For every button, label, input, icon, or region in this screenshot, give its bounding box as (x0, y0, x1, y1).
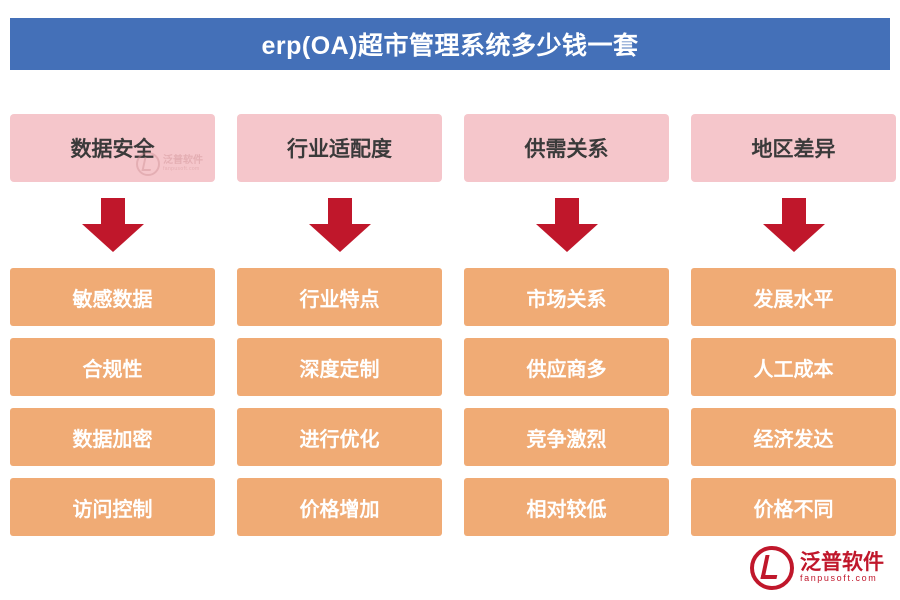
item-box: 深度定制 (237, 338, 442, 396)
item-label: 市场关系 (526, 288, 607, 311)
item-box: 竞争激烈 (464, 408, 669, 466)
item-label: 深度定制 (299, 358, 380, 381)
fanpu-logo-icon: 泛普软件 fanpusoft.com (750, 546, 884, 590)
item-box: 市场关系 (464, 268, 669, 326)
watermark-sub: fanpusoft.com (163, 166, 200, 173)
item-label: 合规性 (82, 358, 143, 381)
item-label: 供应商多 (526, 358, 607, 381)
column-4-heading-box: 地区差异 (691, 114, 896, 182)
item-box: 相对较低 (464, 478, 669, 536)
item-box: 价格增加 (237, 478, 442, 536)
logo-name: 泛普软件 (800, 551, 884, 575)
column-4: 地区差异 发展水平 人工成本 经济发达 价格不同 (691, 114, 896, 536)
item-box: 行业特点 (237, 268, 442, 326)
watermark-name: 泛普软件 (163, 154, 203, 166)
down-arrow-icon (535, 198, 598, 252)
item-label: 访问控制 (72, 498, 153, 521)
column-2-heading-box: 行业适配度 (237, 114, 442, 182)
item-box: 人工成本 (691, 338, 896, 396)
page-title-bar: erp(OA)超市管理系统多少钱一套 (10, 18, 890, 70)
column-4-heading: 地区差异 (751, 138, 836, 161)
column-3-heading: 供需关系 (524, 138, 609, 161)
down-arrow-icon (308, 198, 371, 252)
column-3: 供需关系 市场关系 供应商多 竞争激烈 相对较低 (464, 114, 669, 536)
item-box: 经济发达 (691, 408, 896, 466)
page-title: erp(OA)超市管理系统多少钱一套 (261, 32, 639, 60)
item-box: 合规性 (10, 338, 215, 396)
column-3-items: 市场关系 供应商多 竞争激烈 相对较低 (464, 268, 669, 536)
item-box: 发展水平 (691, 268, 896, 326)
item-box: 进行优化 (237, 408, 442, 466)
item-box: 供应商多 (464, 338, 669, 396)
down-arrow-icon (762, 198, 825, 252)
column-1: 数据安全 泛普软件 fanpusoft.com 敏感数据 合规性 数据加密 访问… (10, 114, 215, 536)
column-4-items: 发展水平 人工成本 经济发达 价格不同 (691, 268, 896, 536)
item-box: 访问控制 (10, 478, 215, 536)
item-label: 相对较低 (526, 498, 607, 521)
item-label: 人工成本 (753, 358, 834, 381)
item-label: 竞争激烈 (526, 428, 607, 451)
item-box: 数据加密 (10, 408, 215, 466)
column-2-items: 行业特点 深度定制 进行优化 价格增加 (237, 268, 442, 536)
item-label: 敏感数据 (72, 288, 153, 311)
column-3-heading-box: 供需关系 (464, 114, 669, 182)
logo-sub: fanpusoft.com (800, 573, 878, 584)
item-box: 敏感数据 (10, 268, 215, 326)
columns-container: 数据安全 泛普软件 fanpusoft.com 敏感数据 合规性 数据加密 访问… (10, 114, 896, 536)
item-label: 数据加密 (72, 428, 153, 451)
item-label: 行业特点 (299, 288, 380, 311)
column-1-heading: 数据安全 (70, 138, 155, 161)
item-label: 发展水平 (753, 288, 834, 311)
column-2: 行业适配度 行业特点 深度定制 进行优化 价格增加 (237, 114, 442, 536)
column-2-heading: 行业适配度 (287, 138, 392, 161)
item-label: 价格不同 (753, 498, 834, 521)
down-arrow-icon (81, 198, 144, 252)
column-1-items: 敏感数据 合规性 数据加密 访问控制 (10, 268, 215, 536)
column-1-heading-box: 数据安全 泛普软件 fanpusoft.com (10, 114, 215, 182)
item-box: 价格不同 (691, 478, 896, 536)
item-label: 经济发达 (753, 428, 834, 451)
item-label: 进行优化 (299, 428, 380, 451)
fanpu-mark-icon (750, 546, 794, 590)
item-label: 价格增加 (299, 498, 380, 521)
